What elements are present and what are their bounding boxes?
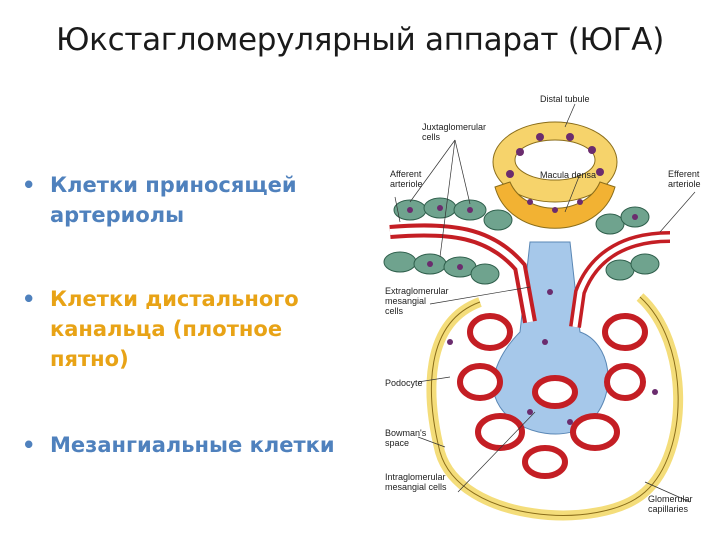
juxtaglomerular-cells bbox=[383, 197, 660, 285]
label-efferent-1: Efferent bbox=[668, 169, 700, 179]
label-intraglom-2: mesangial cells bbox=[385, 482, 447, 492]
bullet-mesangial-cells: • Мезангиальные клетки bbox=[22, 430, 352, 460]
bullet-marker: • bbox=[22, 287, 36, 311]
glomerular-capillaries bbox=[457, 313, 648, 479]
label-extraglom-3: cells bbox=[385, 306, 404, 316]
label-glom-cap-2: capillaries bbox=[648, 504, 689, 514]
label-distal-tubule: Distal tubule bbox=[540, 94, 590, 104]
bullet-marker: • bbox=[22, 173, 36, 197]
label-glom-cap-1: Glomerular bbox=[648, 494, 693, 504]
label-pointers bbox=[394, 103, 696, 503]
label-efferent-2: arteriole bbox=[668, 179, 701, 189]
label-macula-densa: Macula densa bbox=[540, 170, 596, 180]
bullet-distal-tubule-cells: • Клетки дистального канальца (плотное п… bbox=[22, 284, 352, 374]
slide-title: Юкстагломерулярный аппарат (ЮГА) bbox=[55, 22, 664, 58]
label-extraglom-1: Extraglomerular bbox=[385, 286, 449, 296]
label-intraglom-1: Intraglomerular bbox=[385, 472, 446, 482]
distal-tubule bbox=[492, 121, 618, 203]
bullet-afferent-cells: • Клетки приносящей артериолы bbox=[22, 170, 352, 230]
label-bowmans-1: Bowman's bbox=[385, 428, 427, 438]
label-jg-cells-2: cells bbox=[422, 132, 441, 142]
label-jg-cells-1: Juxtaglomerular bbox=[422, 122, 486, 132]
label-podocyte: Podocyte bbox=[385, 378, 423, 388]
label-bowmans-2: space bbox=[385, 438, 409, 448]
bullet-text: Мезангиальные клетки bbox=[50, 433, 335, 457]
mesangial-region bbox=[492, 241, 609, 435]
label-afferent-2: arteriole bbox=[390, 179, 423, 189]
jga-diagram: Distal tubule Juxtaglomerular cells Affe… bbox=[383, 94, 701, 521]
label-afferent-1: Afferent bbox=[390, 169, 422, 179]
bullet-text: Клетки приносящей артериолы bbox=[50, 173, 297, 227]
bullet-marker: • bbox=[22, 433, 36, 457]
bullet-text: Клетки дистального канальца (плотное пят… bbox=[50, 287, 299, 371]
label-extraglom-2: mesangial bbox=[385, 296, 426, 306]
cell-nuclei bbox=[407, 133, 658, 425]
